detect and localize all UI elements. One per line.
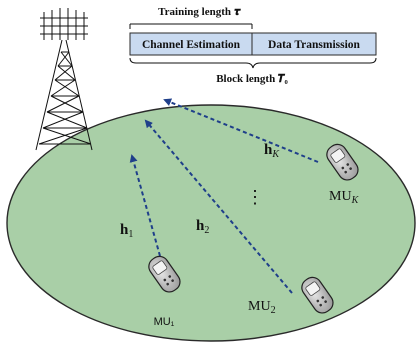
mobile-phone-icon <box>326 143 359 181</box>
channel-label-h2: h2 <box>196 218 209 236</box>
mobile-phone-icon <box>148 255 181 293</box>
data-transmission-label: Data Transmission <box>268 39 361 51</box>
block-length-brace <box>129 57 377 69</box>
training-length-bracket <box>129 23 253 29</box>
user-label-mu2: MU2 <box>248 299 276 316</box>
training-length-label: Training length 𝝉 <box>158 6 242 18</box>
channel-arrow-2 <box>144 119 293 294</box>
channel-label-h1: h1 <box>120 222 133 240</box>
users-ellipsis: ⋮ <box>246 187 264 207</box>
user-label-mu1: MU₁ <box>154 316 175 328</box>
data-transmission-block <box>251 32 377 56</box>
channel-arrow-1 <box>129 154 161 257</box>
user-label-muk: MUK <box>329 189 360 206</box>
channel-estimation-label: Channel Estimation <box>142 39 241 51</box>
base-station-tower-icon <box>35 8 93 151</box>
channel-label-hk: hK <box>264 142 280 160</box>
cell-coverage-area <box>6 104 416 342</box>
block-length-label: Block length 𝑻₀ <box>216 73 288 85</box>
mobile-phone-icon <box>301 276 334 314</box>
